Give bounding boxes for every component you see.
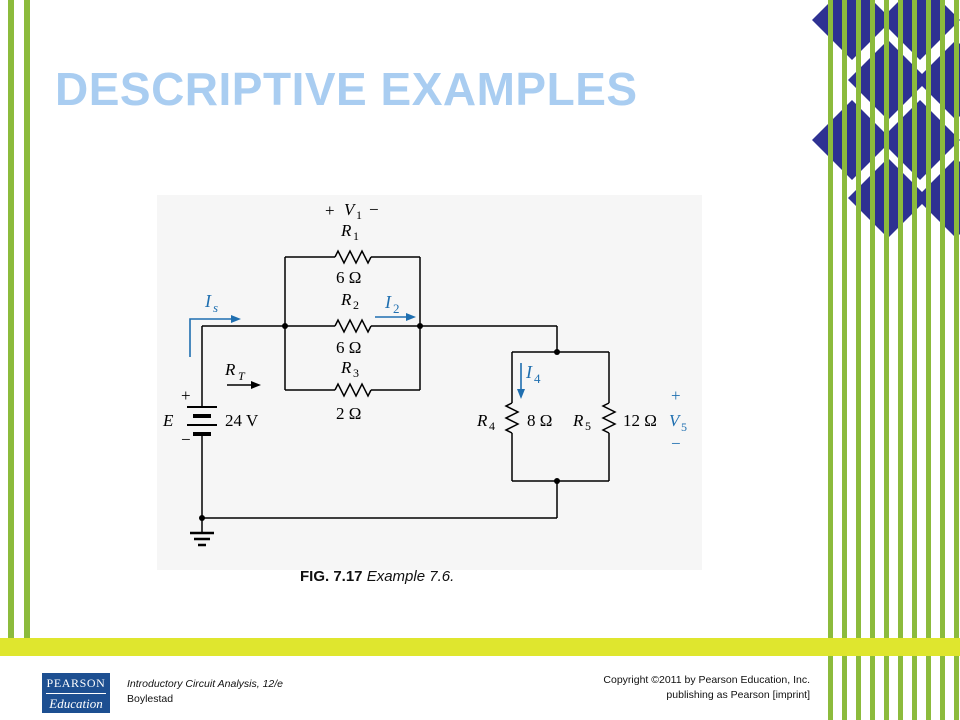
e-plus: + (181, 386, 191, 405)
r2-resistor (334, 318, 372, 334)
ground-symbol (190, 531, 214, 547)
is-label: I (204, 291, 212, 311)
copyright-line-2: publishing as Pearson [imprint] (666, 689, 810, 701)
copyright-line-1: Copyright ©2011 by Pearson Education, In… (603, 674, 810, 686)
v5-sub: 5 (681, 420, 687, 434)
circuit-figure: + V 1 − R 1 6 Ω R 2 6 Ω R 3 2 Ω I s I 2 … (157, 195, 702, 570)
v1-plus: + (325, 201, 335, 220)
r2-label: R (340, 290, 352, 309)
r3-resistor (334, 382, 372, 398)
e-label: E (162, 411, 174, 430)
figure-caption-text: Example 7.6. (366, 568, 455, 585)
is-sub: s (213, 300, 218, 315)
left-bar-1 (8, 0, 14, 655)
r3-value: 2 Ω (336, 404, 361, 423)
e-minus: − (181, 430, 191, 449)
r3-sub: 3 (353, 366, 359, 380)
v5-label: V (669, 411, 682, 430)
r2-sub: 2 (353, 298, 359, 312)
pearson-logo: PEARSON Education (42, 673, 110, 713)
slide-title: DESCRIPTIVE EXAMPLES (55, 63, 638, 115)
r1-sub: 1 (353, 229, 359, 243)
right-green-bars (828, 0, 959, 720)
figure-number: FIG. 7.17 (300, 568, 363, 585)
book-author: Boylestad (127, 693, 174, 705)
r4-value: 8 Ω (527, 411, 552, 430)
r4-label: R (476, 411, 488, 430)
junction-dots (199, 323, 560, 521)
v1-sub: 1 (356, 208, 362, 222)
book-title: Introductory Circuit Analysis, 12/e (127, 678, 284, 690)
logo-bottom-text: Education (46, 693, 106, 712)
v5-plus: + (671, 386, 681, 405)
r1-value: 6 Ω (336, 268, 361, 287)
rt-label: R (224, 360, 236, 379)
i2-label: I (384, 292, 392, 312)
v1-label: V (344, 200, 357, 219)
r5-resistor (601, 402, 617, 434)
circuit-diagram: + V 1 − R 1 6 Ω R 2 6 Ω R 3 2 Ω I s I 2 … (162, 200, 687, 547)
r1-label: R (340, 221, 352, 240)
is-arrow (189, 318, 235, 357)
book-info: Introductory Circuit Analysis, 12/e Boyl… (127, 677, 283, 707)
r2-value: 6 Ω (336, 338, 361, 357)
logo-top-text: PEARSON (46, 676, 106, 690)
r4-resistor (504, 402, 520, 434)
i4-label: I (525, 362, 533, 382)
bottom-yellow-band (0, 638, 960, 656)
i2-sub: 2 (393, 301, 400, 316)
r3-label: R (340, 358, 352, 377)
r4-sub: 4 (489, 419, 495, 433)
e-value: 24 V (225, 411, 259, 430)
left-bar-2 (24, 0, 30, 655)
figure-caption: FIG. 7.17 Example 7.6. (300, 568, 454, 585)
r5-label: R (572, 411, 584, 430)
copyright: Copyright ©2011 by Pearson Education, In… (603, 673, 810, 703)
r5-value: 12 Ω (623, 411, 657, 430)
r5-sub: 5 (585, 419, 591, 433)
i4-sub: 4 (534, 371, 541, 386)
v5-minus: − (671, 434, 681, 453)
v1-minus: − (369, 200, 379, 219)
battery-symbol (187, 406, 217, 436)
r1-resistor (334, 249, 372, 265)
rt-sub: T (238, 369, 246, 383)
